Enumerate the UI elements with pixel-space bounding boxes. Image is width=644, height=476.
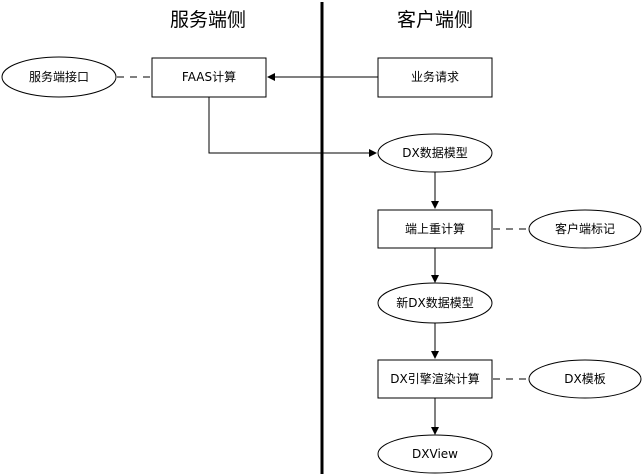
client-recompute-label: 端上重计算: [405, 221, 465, 236]
dx-data-model-label: DX数据模型: [402, 145, 467, 160]
business-request-node: [377, 57, 493, 98]
faas-compute-label: FAAS计算: [182, 69, 236, 84]
new-dx-data-model-node: [377, 282, 493, 324]
faas-compute-node: [151, 57, 267, 98]
dx-template-node: [528, 359, 642, 399]
dx-engine-render-node: [377, 359, 493, 399]
dxview-node: [377, 434, 493, 474]
dxview-label: DXView: [412, 447, 458, 461]
new-dx-data-model-label: 新DX数据模型: [396, 295, 473, 310]
server-side-header: 服务端侧: [170, 9, 246, 31]
client-side-header: 客户端侧: [397, 9, 473, 31]
dx-data-model-node: [377, 133, 493, 173]
client-mark-label: 客户端标记: [555, 221, 615, 236]
dx-template-label: DX模板: [564, 372, 605, 386]
business-request-label: 业务请求: [411, 69, 459, 84]
client-recompute-node: [377, 209, 493, 249]
server-api-label: 服务端接口: [29, 69, 89, 84]
client-mark-node: [528, 209, 642, 249]
dx-engine-render-label: DX引擎渲染计算: [390, 371, 479, 386]
server-api-node: [1, 56, 117, 98]
connector-faas-to-dx-model: [208, 97, 377, 157]
